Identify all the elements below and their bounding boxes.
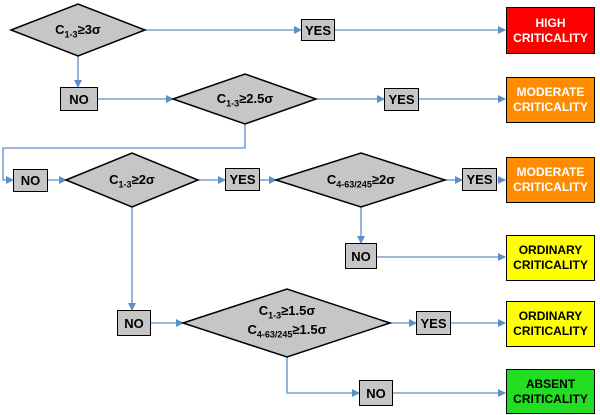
diamond-3-label: C1-3≥2σ xyxy=(109,171,155,190)
decision-diamond-2 xyxy=(170,73,319,125)
connector-d2-no xyxy=(2,124,246,184)
no-box-1: NO xyxy=(60,87,98,111)
no-box-5: NO xyxy=(359,380,393,406)
diamond-1-label: C1-3≥3σ xyxy=(55,21,101,40)
decision-diamond-1 xyxy=(8,3,148,57)
yes-box-5: YES xyxy=(416,311,451,335)
yes-box-2: YES xyxy=(384,88,419,111)
no-box-4: NO xyxy=(117,310,151,336)
diamond-2-label: C1-3≥2.5σ xyxy=(216,90,274,109)
yes-box-1: YES xyxy=(301,19,335,41)
connector-d5-no xyxy=(286,357,360,397)
yes-box-3: YES xyxy=(225,168,260,191)
no-box-2: NO xyxy=(13,169,48,192)
no-box-3: NO xyxy=(345,243,377,269)
diamond-4-label: C4-63/245≥2σ xyxy=(326,171,396,190)
decision-diamond-5 xyxy=(180,288,393,358)
diamond-5-label: C1-3≥1.5σ C4-63/245≥1.5σ xyxy=(247,303,327,340)
decision-diamond-3 xyxy=(64,152,200,208)
yes-box-4: YES xyxy=(462,168,497,191)
decision-diamond-4 xyxy=(273,152,448,208)
